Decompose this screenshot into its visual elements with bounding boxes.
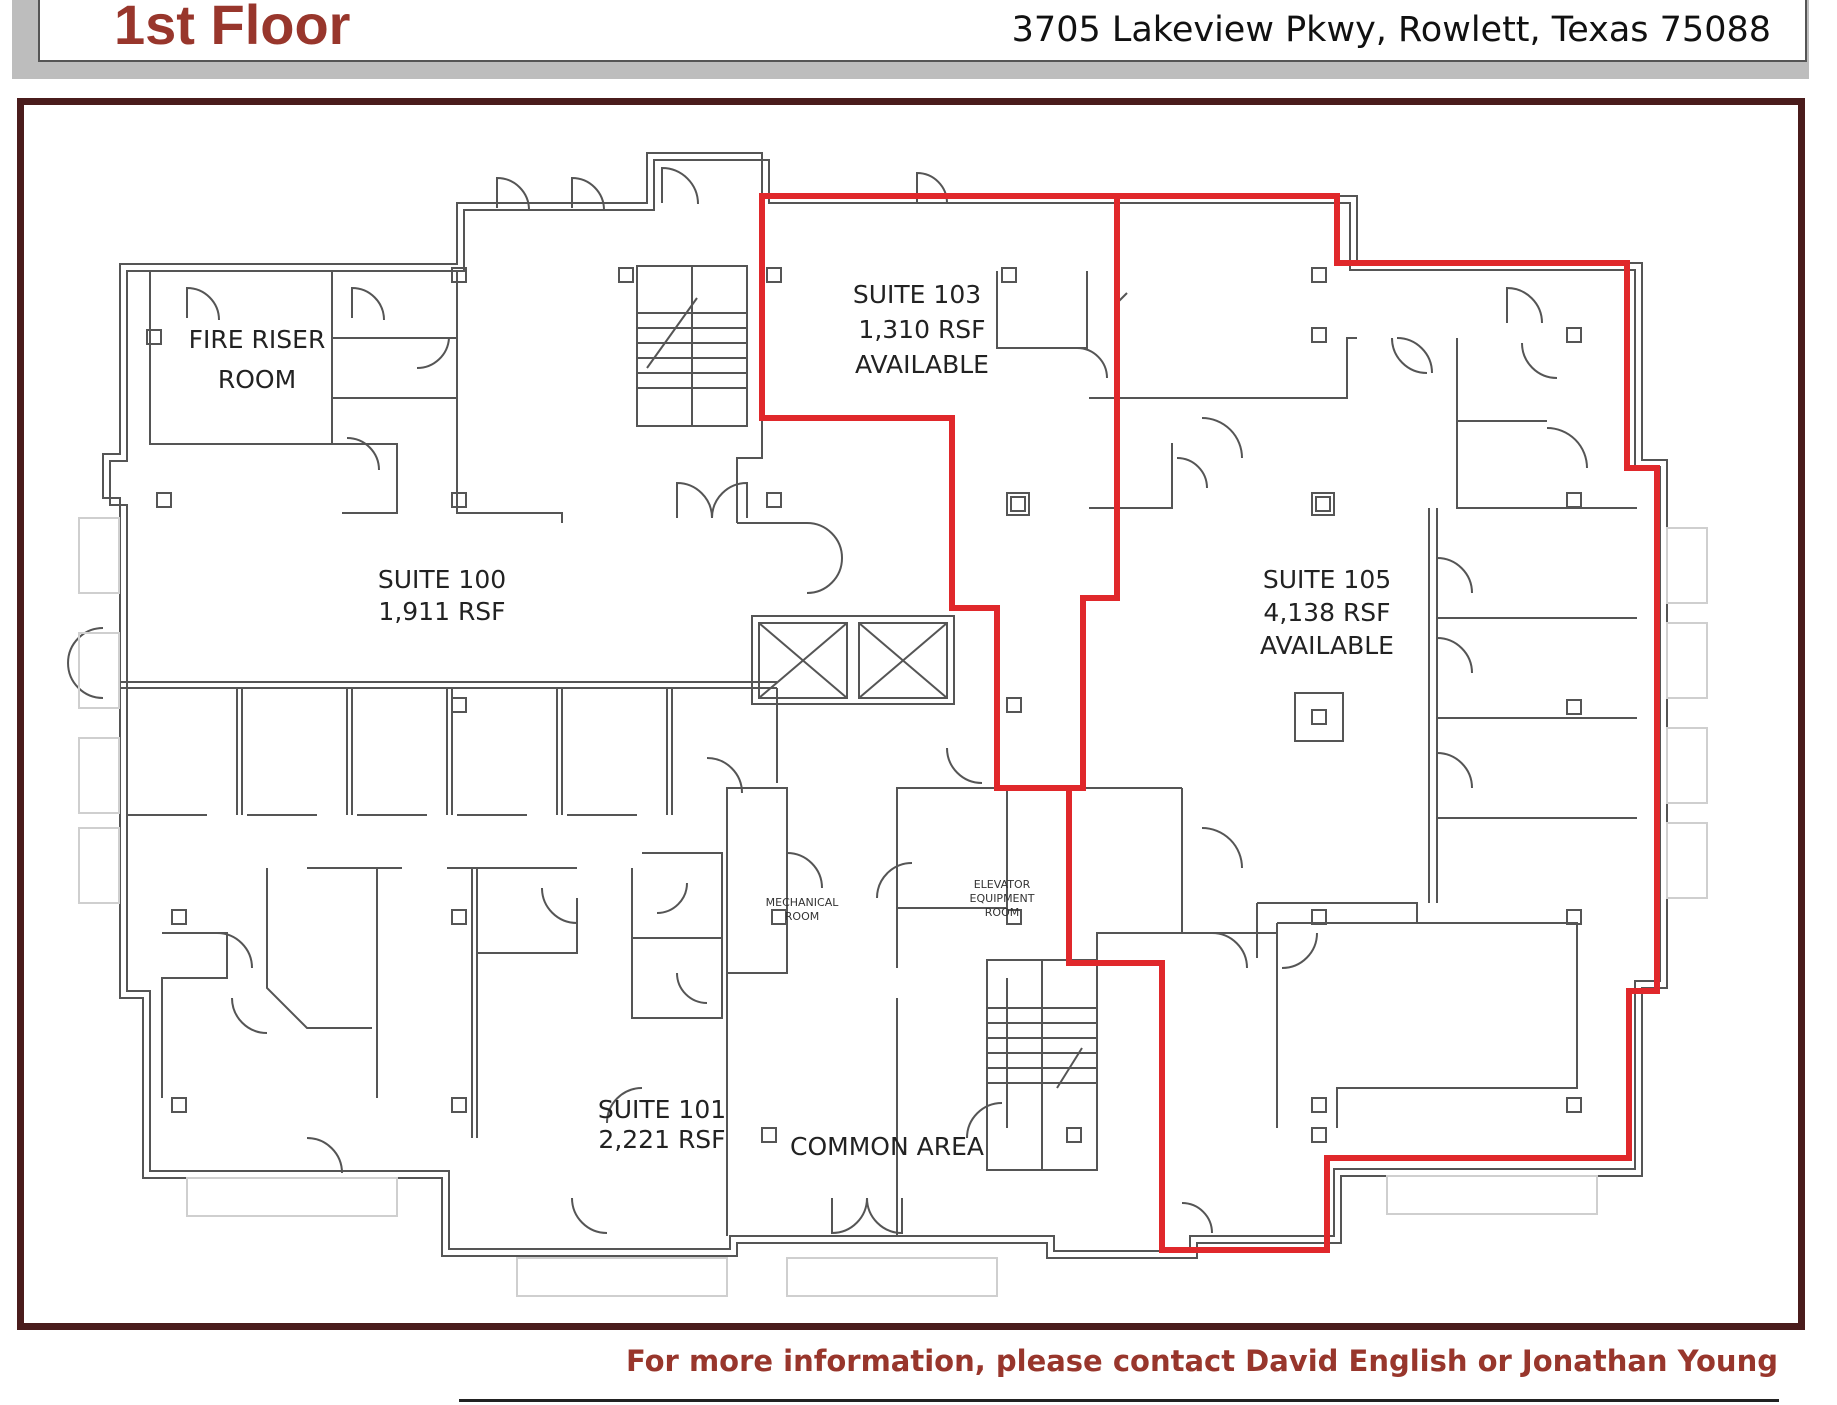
fire-riser-room-wall (149, 270, 333, 445)
elevator-equipment-label-1: ELEVATOR (974, 878, 1031, 891)
fire-riser-room-label-2: ROOM (218, 365, 296, 394)
door-swings (67, 166, 1588, 1235)
suite100-name: SUITE 100 (378, 565, 506, 594)
stairs-north (637, 266, 747, 426)
floor-title: 1st Floor (114, 0, 351, 56)
floor-plan: FIRE RISER ROOM SUITE 103 1,310 RSF AVAI… (67, 152, 1708, 1297)
elevator-equipment-label-2: EQUIPMENT (970, 892, 1035, 905)
suite105-outline (1066, 193, 1660, 1253)
elevator-lobby (751, 615, 955, 705)
mechanical-room-wall (726, 787, 788, 974)
suite103-area: 1,310 RSF (858, 315, 985, 344)
suite101-name: SUITE 101 (598, 1095, 726, 1124)
suite103-name: SUITE 103 (853, 280, 981, 309)
mechanical-room-label-2: ROOM (785, 910, 819, 923)
contact-info: For more information, please contact Dav… (626, 1344, 1778, 1378)
exterior-wall (102, 152, 1668, 1259)
header-box: 1st Floor 3705 Lakeview Pkwy, Rowlett, T… (38, 0, 1807, 62)
suite105-name: SUITE 105 (1263, 565, 1391, 594)
common-area-label: COMMON AREA (790, 1132, 984, 1161)
elevator-shaft-2 (858, 622, 948, 699)
columns (146, 267, 1582, 1143)
elevator-equipment-room-wall (896, 787, 1008, 968)
exterior-wall-inner (109, 159, 1661, 1252)
stairs-south (987, 960, 1097, 1170)
suite100-area: 1,911 RSF (378, 597, 505, 626)
elevator-1-x2 (758, 622, 848, 699)
suite100-south-wall (120, 681, 777, 689)
elevator-2-x2 (858, 622, 948, 699)
suite105-area: 4,138 RSF (1263, 598, 1390, 627)
elevator-shaft-1 (758, 622, 848, 699)
suite105-interior-walls (1017, 337, 1637, 1170)
elevator-equipment-label-3: ROOM (985, 906, 1019, 919)
fire-riser-room-label-1: FIRE RISER (189, 325, 326, 354)
suite103-interior-walls (996, 271, 1088, 349)
mechanical-room-label-1: MECHANICAL (766, 896, 840, 909)
suite103-status: AVAILABLE (855, 350, 989, 379)
windows (78, 517, 1708, 1297)
footer-divider (459, 1399, 1779, 1402)
common-area-walls (726, 973, 1008, 1236)
suite101-restroom-walls (631, 852, 723, 1019)
header-frame: 1st Floor 3705 Lakeview Pkwy, Rowlett, T… (12, 0, 1809, 79)
suite105-status: AVAILABLE (1260, 631, 1394, 660)
suite101-area: 2,221 RSF (598, 1125, 725, 1154)
available-suite-outlines (759, 193, 1660, 1253)
restroom-walls (331, 271, 458, 514)
property-address: 3705 Lakeview Pkwy, Rowlett, Texas 75088 (1011, 10, 1771, 50)
walls (67, 152, 1708, 1297)
north-corridor-walls (456, 203, 807, 524)
